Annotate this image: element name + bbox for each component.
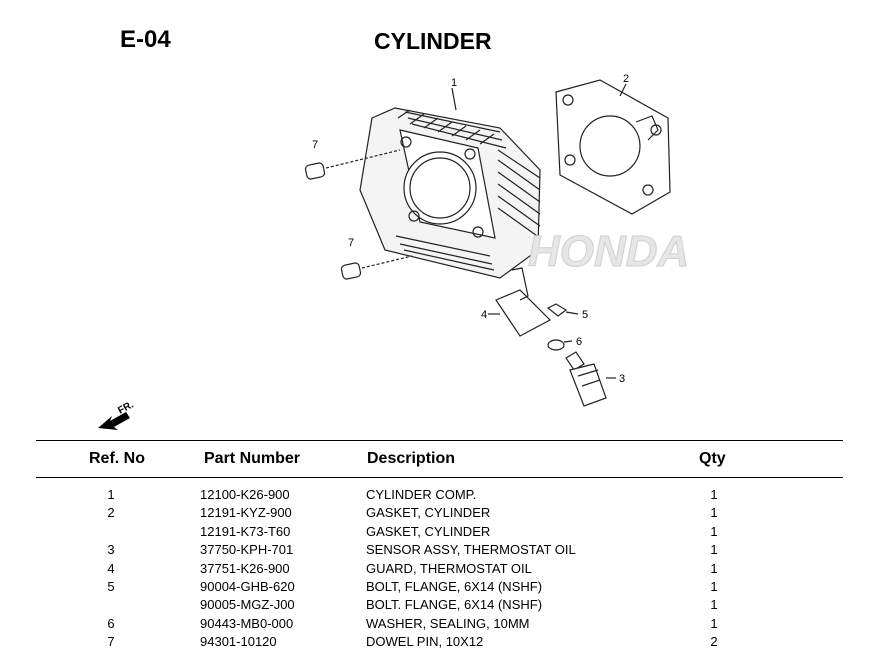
- callout-7-upper: 7: [312, 139, 318, 151]
- page-title: CYLINDER: [374, 28, 492, 54]
- ref-no-cell: 5: [107, 579, 115, 594]
- ref-no-cell: 4: [107, 560, 115, 576]
- qty-cell: 1: [710, 560, 718, 576]
- flange-bolt-drawing: [546, 303, 579, 317]
- description-cell: GUARD, THERMOSTAT OIL: [366, 560, 532, 576]
- part-number-cell: 12191-K73-T60: [200, 523, 291, 539]
- cylinder-body-drawing: [359, 107, 541, 279]
- table-row: 6 90443-MB0-000 WASHER, SEALING, 10MM 1: [0, 616, 875, 634]
- honda-watermark: HONDA: [528, 227, 689, 276]
- part-number-cell: 90004-GHB-620: [200, 579, 295, 594]
- callout-7-lower: 7: [348, 237, 354, 249]
- qty-cell: 1: [710, 523, 718, 539]
- table-row: 2 12191-KYZ-900 GASKET, CYLINDER 1: [0, 505, 875, 523]
- table-header-rule: [36, 477, 843, 478]
- sealing-washer-drawing: [547, 339, 573, 351]
- table-row: 7 94301-10120 DOWEL PIN, 10X12 2: [0, 634, 875, 652]
- part-number-cell: 12191-KYZ-900: [200, 505, 292, 521]
- header-part-number: Part Number: [204, 450, 301, 467]
- part-number-cell: 12100-K26-900: [200, 487, 290, 502]
- description-cell: DOWEL PIN, 10X12: [366, 634, 484, 650]
- callout-6: 6: [576, 336, 582, 348]
- table-row: 12191-K73-T60 GASKET, CYLINDER 1: [0, 524, 875, 542]
- table-row: 3 37750-KPH-701 SENSOR ASSY, THERMOSTAT OI…: [0, 542, 875, 560]
- ref-no-cell: 7: [107, 634, 115, 650]
- qty-cell: 1: [710, 597, 718, 613]
- cylinder-gasket-drawing: [555, 79, 671, 215]
- qty-cell: 1: [710, 579, 718, 594]
- callout-5: 5: [582, 309, 588, 321]
- description-cell: SENSOR ASSY, THERMOSTAT OIL: [366, 542, 576, 558]
- header-ref-no: Ref. No: [89, 450, 145, 467]
- callout-2: 2: [623, 73, 629, 85]
- qty-cell: 1: [710, 487, 718, 502]
- description-cell: GASKET, CYLINDER: [366, 523, 491, 539]
- description-cell: BOLT. FLANGE, 6X14 (NSHF): [366, 597, 543, 613]
- description-cell: GASKET, CYLINDER: [366, 505, 491, 521]
- ref-no-cell: 3: [107, 542, 115, 558]
- dowel-pin-lower-drawing: [340, 255, 413, 280]
- qty-cell: 1: [710, 615, 718, 631]
- part-number-cell: 37751-K26-900: [200, 560, 290, 576]
- thermostat-sensor-drawing: [565, 351, 616, 407]
- ref-no-cell: 1: [107, 487, 115, 502]
- dowel-pin-upper-drawing: [304, 149, 401, 180]
- table-top-rule: [36, 440, 843, 441]
- description-cell: WASHER, SEALING, 10MM: [366, 615, 530, 631]
- qty-cell: 2: [710, 634, 718, 650]
- front-direction-arrow: FR.: [98, 399, 136, 430]
- exploded-parts-diagram: HONDA 1 2 3 4 5 6 7 7 FR.: [98, 73, 690, 430]
- callout-3: 3: [619, 373, 625, 385]
- description-cell: BOLT, FLANGE, 6X14 (NSHF): [366, 579, 543, 594]
- table-row: 4 37751-K26-900 GUARD, THERMOSTAT OIL 1: [0, 561, 875, 579]
- callout-1: 1: [451, 77, 457, 89]
- thermostat-guard-drawing: [488, 267, 551, 337]
- callout-4: 4: [481, 309, 487, 321]
- ref-no-cell: 6: [107, 615, 115, 631]
- part-number-cell: 37750-KPH-701: [200, 542, 294, 558]
- part-number-cell: 94301-10120: [200, 634, 277, 650]
- description-cell: CYLINDER COMP.: [366, 487, 477, 502]
- header-qty: Qty: [699, 450, 726, 467]
- part-number-cell: 90443-MB0-000: [200, 615, 294, 631]
- table-row: 90005-MGZ-J00 BOLT. FLANGE, 6X14 (NSHF) 1: [0, 597, 875, 615]
- table-row: 1 12100-K26-900 CYLINDER COMP. 1: [0, 487, 875, 505]
- qty-cell: 1: [710, 542, 718, 558]
- front-arrow-label: FR.: [116, 399, 136, 416]
- table-row: 5 90004-GHB-620 BOLT, FLANGE, 6X14 (NSHF) 1: [0, 579, 875, 597]
- ref-no-cell: 2: [107, 505, 115, 521]
- part-number-cell: 90005-MGZ-J00: [200, 597, 295, 613]
- header-description: Description: [367, 450, 456, 467]
- qty-cell: 1: [710, 505, 718, 521]
- section-code: E-04: [120, 26, 171, 53]
